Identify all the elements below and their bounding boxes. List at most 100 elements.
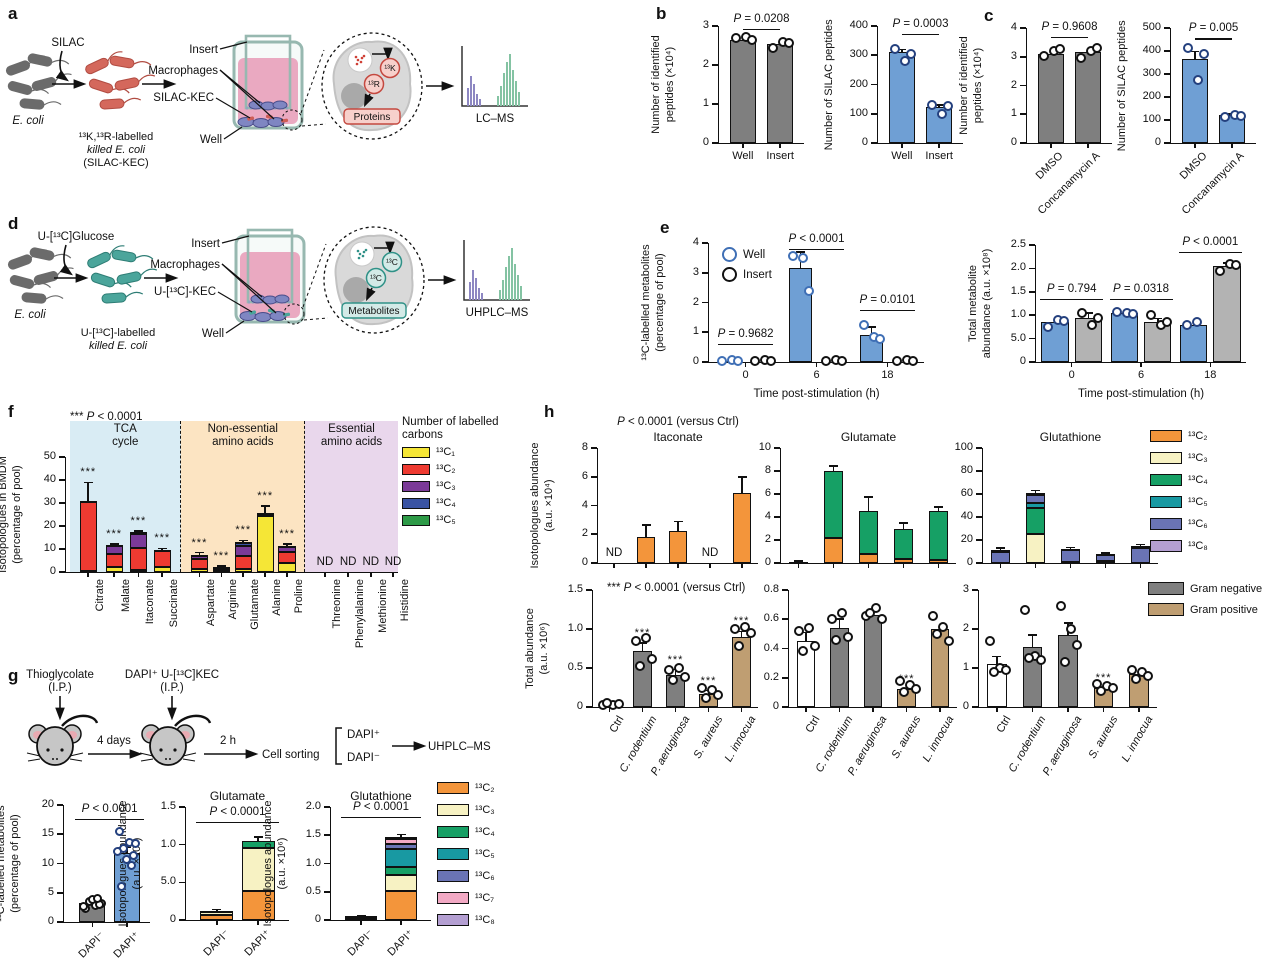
bar-segment <box>637 537 655 563</box>
error-bar-cap <box>109 542 119 545</box>
y-axis-label: Isotopologues in BMDM (percentage of poo… <box>0 456 23 573</box>
bar-segment <box>1213 266 1241 362</box>
data-point <box>836 355 847 366</box>
p-value-line <box>1040 298 1104 300</box>
x-tick-mark <box>744 362 747 367</box>
chart-title: Glutamate <box>209 789 266 803</box>
y-tick-mark <box>324 919 330 921</box>
category-label: Ctrl <box>994 714 1014 735</box>
data-point <box>1092 312 1103 323</box>
insert-label: Insert <box>189 44 219 56</box>
y-tick-mark <box>782 589 788 591</box>
p-value-line <box>788 248 845 251</box>
data-point <box>875 333 886 344</box>
y-tick-label: 0 <box>692 355 699 367</box>
error-bar-cap <box>641 524 651 526</box>
y-tick-label: 0 <box>47 915 54 927</box>
data-point <box>905 48 916 59</box>
chart-title: Glutathione <box>1039 430 1102 444</box>
bar-segment <box>1025 503 1046 508</box>
y-tick-mark <box>972 628 978 630</box>
error-bar-cap <box>1136 543 1145 546</box>
data-point <box>894 675 905 686</box>
data-point <box>1036 655 1047 666</box>
x-tick-mark <box>257 920 259 925</box>
y-tick-mark <box>702 271 708 274</box>
error-bar-stem <box>198 552 201 555</box>
error-bar-stem <box>161 548 164 551</box>
c13-kec-label: U-[¹³C]-KEC <box>154 286 216 298</box>
x-tick-mark <box>779 143 781 148</box>
y-tick-mark <box>712 64 718 66</box>
x-tick-mark <box>902 563 905 568</box>
bar-segment <box>796 641 816 707</box>
error-bar-stem <box>996 656 998 665</box>
data-point <box>630 635 641 646</box>
data-point <box>938 621 949 632</box>
x-tick-mark <box>996 707 998 712</box>
y-tick-mark <box>324 890 330 893</box>
y-tick-mark <box>591 504 597 507</box>
p-value: P < 0.0001 <box>788 232 845 245</box>
data-point <box>1236 110 1247 121</box>
panel-d-label: d <box>8 214 19 233</box>
y-tick-mark <box>59 456 65 458</box>
x-tick-mark <box>886 362 889 367</box>
y-tick-mark <box>782 706 788 708</box>
p-value-line <box>1050 36 1089 38</box>
nd-label: ND <box>362 556 380 569</box>
data-point <box>117 881 127 891</box>
data-point <box>712 690 723 701</box>
y-tick-label: 5.0 <box>1010 331 1026 344</box>
tag-13c-label: ¹³C <box>386 257 398 267</box>
y-tick-label: 5 <box>47 885 54 898</box>
bar-segment <box>234 568 252 572</box>
significance-stars: *** <box>1095 671 1112 684</box>
x-tick-mark <box>1034 563 1037 568</box>
bar-segment <box>863 614 883 707</box>
y-tick-mark <box>774 539 780 541</box>
legend-label: Insert <box>743 268 772 281</box>
silac-workflow-diagram: E. coli SILAC ¹³K,¹³R-labelled killed E.… <box>4 32 528 169</box>
y-tick-mark <box>871 25 877 27</box>
y-axis-label: Total metabolite abundance (a.u. ×10⁸) <box>967 248 993 359</box>
error-bar-stem <box>832 465 835 471</box>
y-tick-mark <box>976 562 982 564</box>
ecoli-gray-cluster-icon <box>6 246 76 306</box>
error-bar-stem <box>1139 544 1142 547</box>
category-label: Alanine <box>271 579 284 616</box>
data-point <box>1181 319 1192 330</box>
data-point <box>837 608 848 619</box>
pointer-line <box>223 126 243 140</box>
category-label: C. rodentium <box>813 714 856 775</box>
pointer-line <box>217 291 253 313</box>
data-point <box>646 653 657 664</box>
legend-dot-swatch <box>722 267 737 282</box>
data-point <box>797 646 808 657</box>
data-point <box>601 698 612 709</box>
bar-segment <box>823 537 844 563</box>
x-tick-mark <box>1050 143 1052 148</box>
p-value-line <box>717 343 774 345</box>
x-tick-mark <box>392 572 394 577</box>
p-value-line <box>75 819 144 821</box>
data-point <box>927 99 938 110</box>
y-tick-mark <box>57 833 63 836</box>
bar-segment <box>858 553 879 563</box>
significance-stars: *** <box>634 627 651 640</box>
legend-item: ¹³C₁ <box>402 446 499 458</box>
error-bar-cap <box>253 836 263 838</box>
panel-h-label: h <box>544 402 555 421</box>
legend-label: ¹³C₈ <box>475 914 495 926</box>
y-tick-mark <box>1164 142 1170 144</box>
p-value: P < 0.0001 <box>1182 236 1239 249</box>
mouse-icon <box>25 714 99 767</box>
error-bar-cap <box>212 908 222 911</box>
y-tick-label: 300 <box>849 48 868 61</box>
y-axis-label: Total abundance (a.u. ×10⁶) <box>524 608 550 689</box>
p-value-line <box>1109 298 1173 300</box>
macrophage-closeup-icon <box>321 32 423 140</box>
bar-segment <box>234 545 252 556</box>
significance-stars: *** <box>154 532 171 545</box>
